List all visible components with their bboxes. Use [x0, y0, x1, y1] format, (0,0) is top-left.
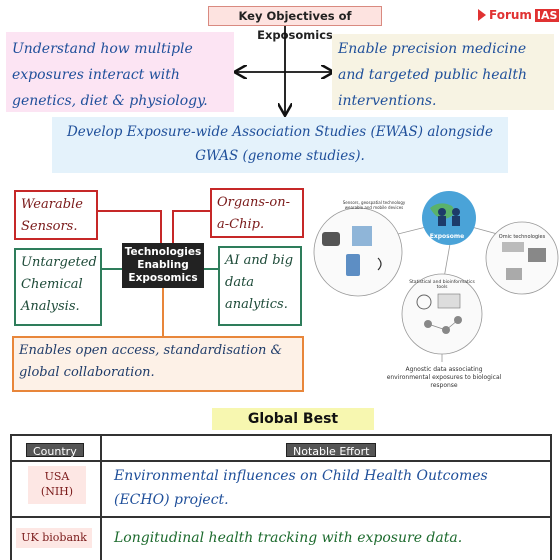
phone-icon [346, 254, 360, 276]
sensors-circle [313, 207, 403, 297]
scatter-plot-icon [437, 293, 461, 309]
table-header-row [12, 436, 550, 462]
infographic-link-down [443, 243, 451, 279]
table-row-effort: Longitudinal health tracking with exposu… [114, 530, 463, 546]
chip-icon [352, 226, 372, 246]
tech-untargeted-analysis: Untargeted Chemical Analysis. [14, 248, 102, 326]
sensors-label: Sensors, geospatial technology wearable … [342, 200, 406, 210]
infographic-caption: Agnostic data associating environmental … [386, 366, 502, 389]
main-title: Key Objectives of Exposomics [208, 6, 382, 42]
analyzer-icon [502, 242, 524, 252]
brain-icon [416, 294, 432, 310]
flag-icon [478, 9, 486, 21]
connector-wearables [98, 210, 160, 212]
table-row-country: UK biobank [16, 528, 92, 548]
tech-ai-big-data: AI and big data analytics. [218, 246, 302, 326]
omic-label: Omic technologies [498, 234, 546, 240]
connector-untargeted [102, 268, 122, 270]
network-edge-2 [445, 319, 459, 331]
brand-text: Forum [489, 8, 532, 22]
connector-ai [204, 268, 220, 270]
network-edge-1 [427, 323, 447, 331]
table-column-divider [100, 434, 102, 560]
table-row-divider [12, 516, 550, 518]
stats-label: Statistical and bioinformatics tools [409, 280, 475, 290]
technologies-center-label: Technologies Enabling Exposomics [122, 243, 204, 288]
tech-wearable-sensors: Wearable Sensors. [14, 190, 98, 240]
tech-organs-on-chip: Organs-on-a-Chip. [210, 188, 304, 238]
exposome-globe [422, 191, 476, 245]
table-row-country: USA (NIH) [28, 466, 86, 504]
column-header-effort: Notable Effort [286, 443, 377, 458]
exposome-label: Exposome [429, 233, 465, 240]
best-practices-title: Global Best Practices [212, 408, 374, 449]
table-row-effort: Environmental influences on Child Health… [114, 468, 488, 508]
person-body-1 [438, 216, 446, 226]
tech-open-access: Enables open access, standardisation & g… [12, 336, 304, 392]
monitor-icon [528, 248, 546, 262]
person-icon-2 [452, 208, 460, 216]
best-practices-table [10, 434, 552, 560]
instrument-icon [506, 268, 522, 280]
connector-open-access [162, 288, 164, 336]
watch-icon [322, 232, 340, 246]
objective-ewas: Develop Exposure-wide Association Studie… [52, 117, 508, 173]
column-header-country: Country [26, 443, 84, 458]
connector-organs [172, 210, 212, 212]
brand-badge: IAS [534, 8, 560, 22]
connector-wearables-v [160, 210, 162, 243]
cross-arrows [230, 26, 340, 122]
person-body-2 [452, 216, 460, 226]
signal-icon [377, 257, 382, 271]
exposome-infographic [313, 191, 559, 362]
person-icon-1 [438, 208, 446, 216]
objective-precision: Enable precision medicine and targeted p… [332, 34, 554, 110]
objective-understand: Understand how multiple exposures intera… [6, 32, 234, 112]
connector-organs-v [172, 210, 174, 243]
omic-circle [485, 221, 559, 295]
